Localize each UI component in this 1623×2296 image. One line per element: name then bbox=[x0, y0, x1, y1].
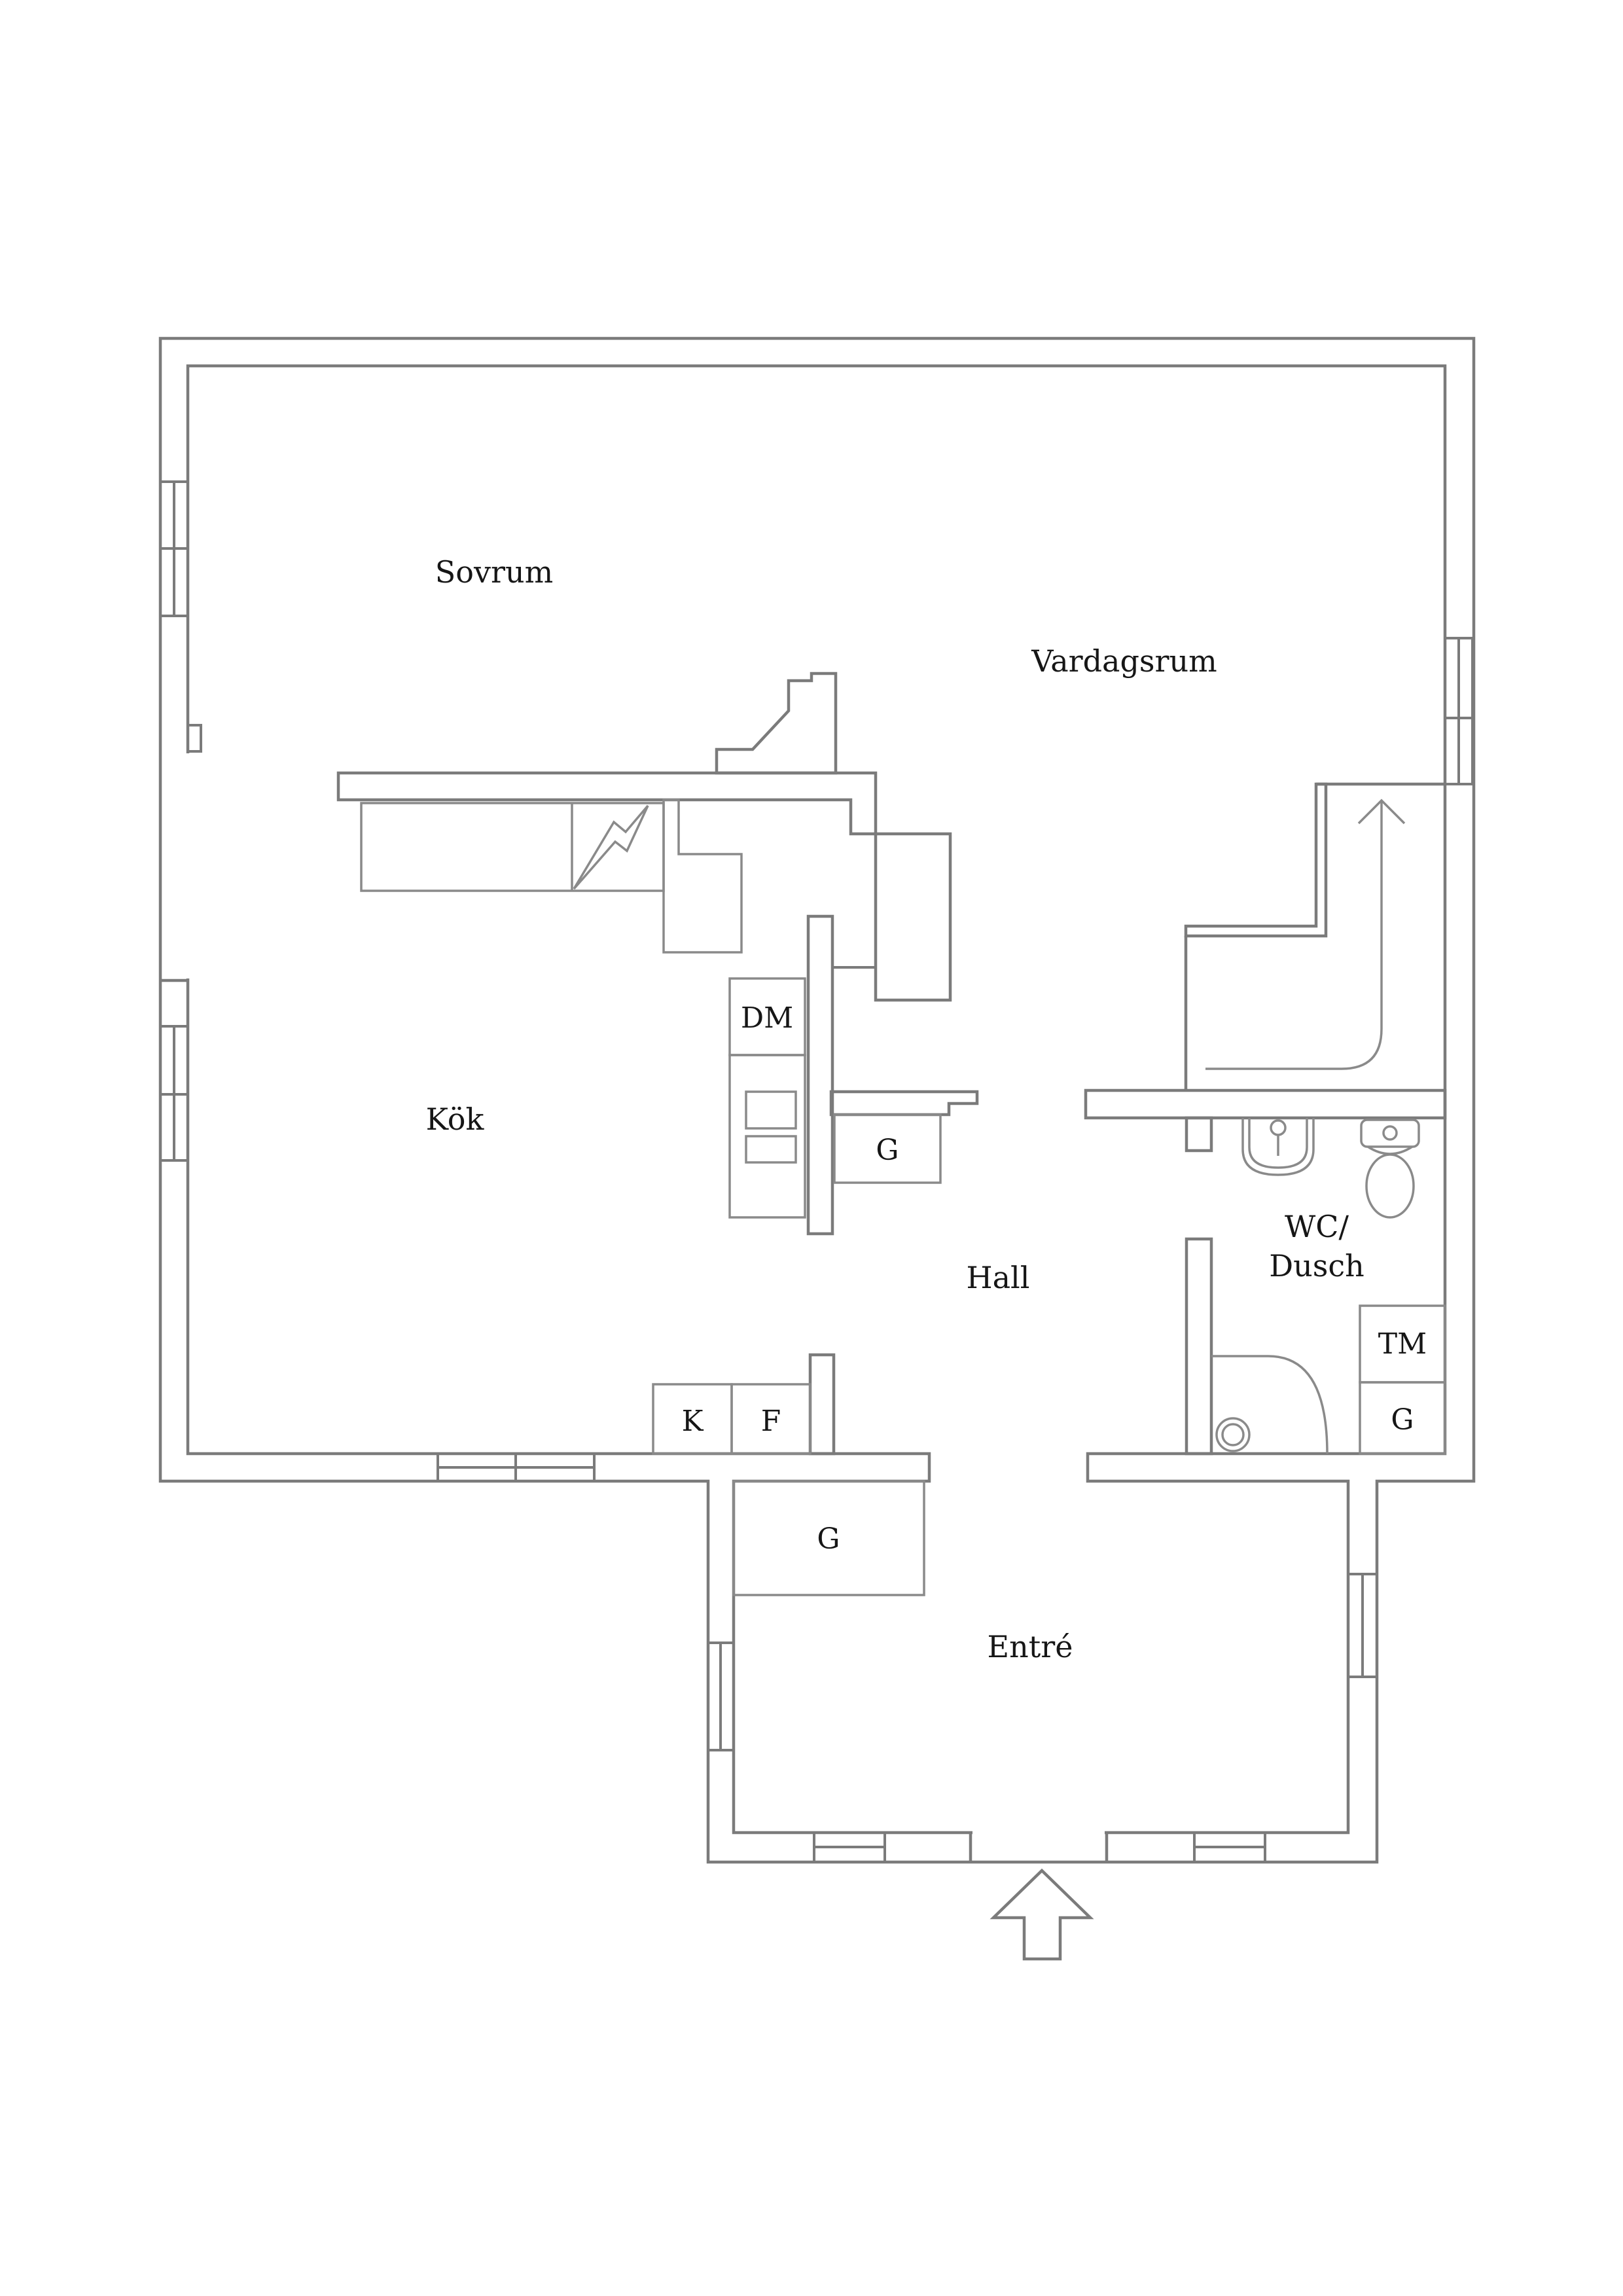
hall-wardrobe-wall bbox=[829, 1090, 979, 1117]
stair-railing bbox=[1184, 782, 1328, 938]
shower-icon bbox=[1211, 1355, 1329, 1454]
room-label-sovrum: Sovrum bbox=[435, 554, 553, 590]
bathroom-fixtures bbox=[1211, 1118, 1446, 1455]
room-label-wc-line2: Dusch bbox=[1269, 1248, 1364, 1283]
interior-walls bbox=[336, 672, 1447, 1456]
hall-closet-box bbox=[874, 832, 952, 1002]
stairs-up-arrow-icon bbox=[1357, 798, 1406, 825]
sink-basin-2 bbox=[745, 1135, 797, 1164]
left-wall-pilaster bbox=[187, 724, 202, 753]
sink-icon bbox=[1241, 1118, 1315, 1176]
entre-door-opening bbox=[972, 1826, 1105, 1859]
left-wall-opening bbox=[170, 753, 208, 978]
label-dishwasher: DM bbox=[741, 1001, 793, 1035]
entre-wardrobe-box bbox=[732, 1480, 925, 1596]
label-fridge: K bbox=[682, 1405, 704, 1438]
freezer-box bbox=[730, 1383, 812, 1455]
kitchen-entre-stub bbox=[808, 1353, 836, 1456]
hall-wardrobe-box bbox=[833, 1113, 942, 1184]
window-entre-right bbox=[1347, 1573, 1378, 1678]
entrance-arrow-icon bbox=[990, 1868, 1094, 1961]
stairs bbox=[1205, 798, 1406, 1070]
room-label-vardagsrum: Vardagsrum bbox=[1031, 643, 1217, 679]
kitchen-counter bbox=[360, 802, 665, 892]
window-left-lower bbox=[159, 1025, 189, 1162]
toilet-icon bbox=[1360, 1119, 1420, 1219]
room-label-wc-line1: WC/ bbox=[1285, 1209, 1349, 1244]
label-wardrobe-wc: G bbox=[1391, 1403, 1414, 1437]
window-entre-left bbox=[707, 1641, 735, 1751]
label-wardrobe-entre: G bbox=[817, 1522, 840, 1556]
outer-wall-outline bbox=[158, 336, 1476, 1864]
wc-door-stub bbox=[1185, 1116, 1213, 1153]
room-label-kok: Kök bbox=[426, 1102, 485, 1137]
wc-wardrobe-box bbox=[1359, 1381, 1446, 1455]
window-entre-bottom-right bbox=[1193, 1831, 1266, 1863]
stove-lightning-icon bbox=[573, 804, 649, 890]
label-freezer: F bbox=[761, 1405, 781, 1438]
kitchen-corner-cabinet bbox=[662, 798, 743, 954]
window-left-upper bbox=[159, 480, 189, 617]
kitchen-hall-wall bbox=[806, 914, 834, 1236]
label-washing-machine: TM bbox=[1378, 1327, 1427, 1361]
kitchen-fixtures bbox=[360, 798, 812, 1455]
chimney-block bbox=[715, 672, 838, 775]
window-bottom-kitchen bbox=[437, 1452, 596, 1482]
label-wardrobe-hall: G bbox=[876, 1134, 899, 1167]
wc-west-wall bbox=[1185, 1237, 1213, 1456]
kitchen-bedroom-wall bbox=[336, 771, 878, 836]
windows bbox=[159, 480, 1474, 1863]
sink-basin-1 bbox=[745, 1090, 797, 1130]
room-label-entre: Entré bbox=[988, 1629, 1073, 1664]
wc-top-wall bbox=[1084, 1088, 1447, 1120]
window-entre-bottom-left bbox=[813, 1831, 886, 1863]
inner-wall-outline bbox=[186, 364, 1447, 1835]
sink-cabinet-box bbox=[728, 1054, 806, 1219]
labels: Sovrum Vardagsrum Kök Hall WC/ Dusch Ent… bbox=[426, 554, 1427, 1664]
stair-walk-line bbox=[1205, 800, 1383, 1070]
exterior-walls bbox=[158, 336, 1476, 1864]
window-right bbox=[1444, 637, 1474, 785]
room-label-hall: Hall bbox=[967, 1260, 1030, 1295]
